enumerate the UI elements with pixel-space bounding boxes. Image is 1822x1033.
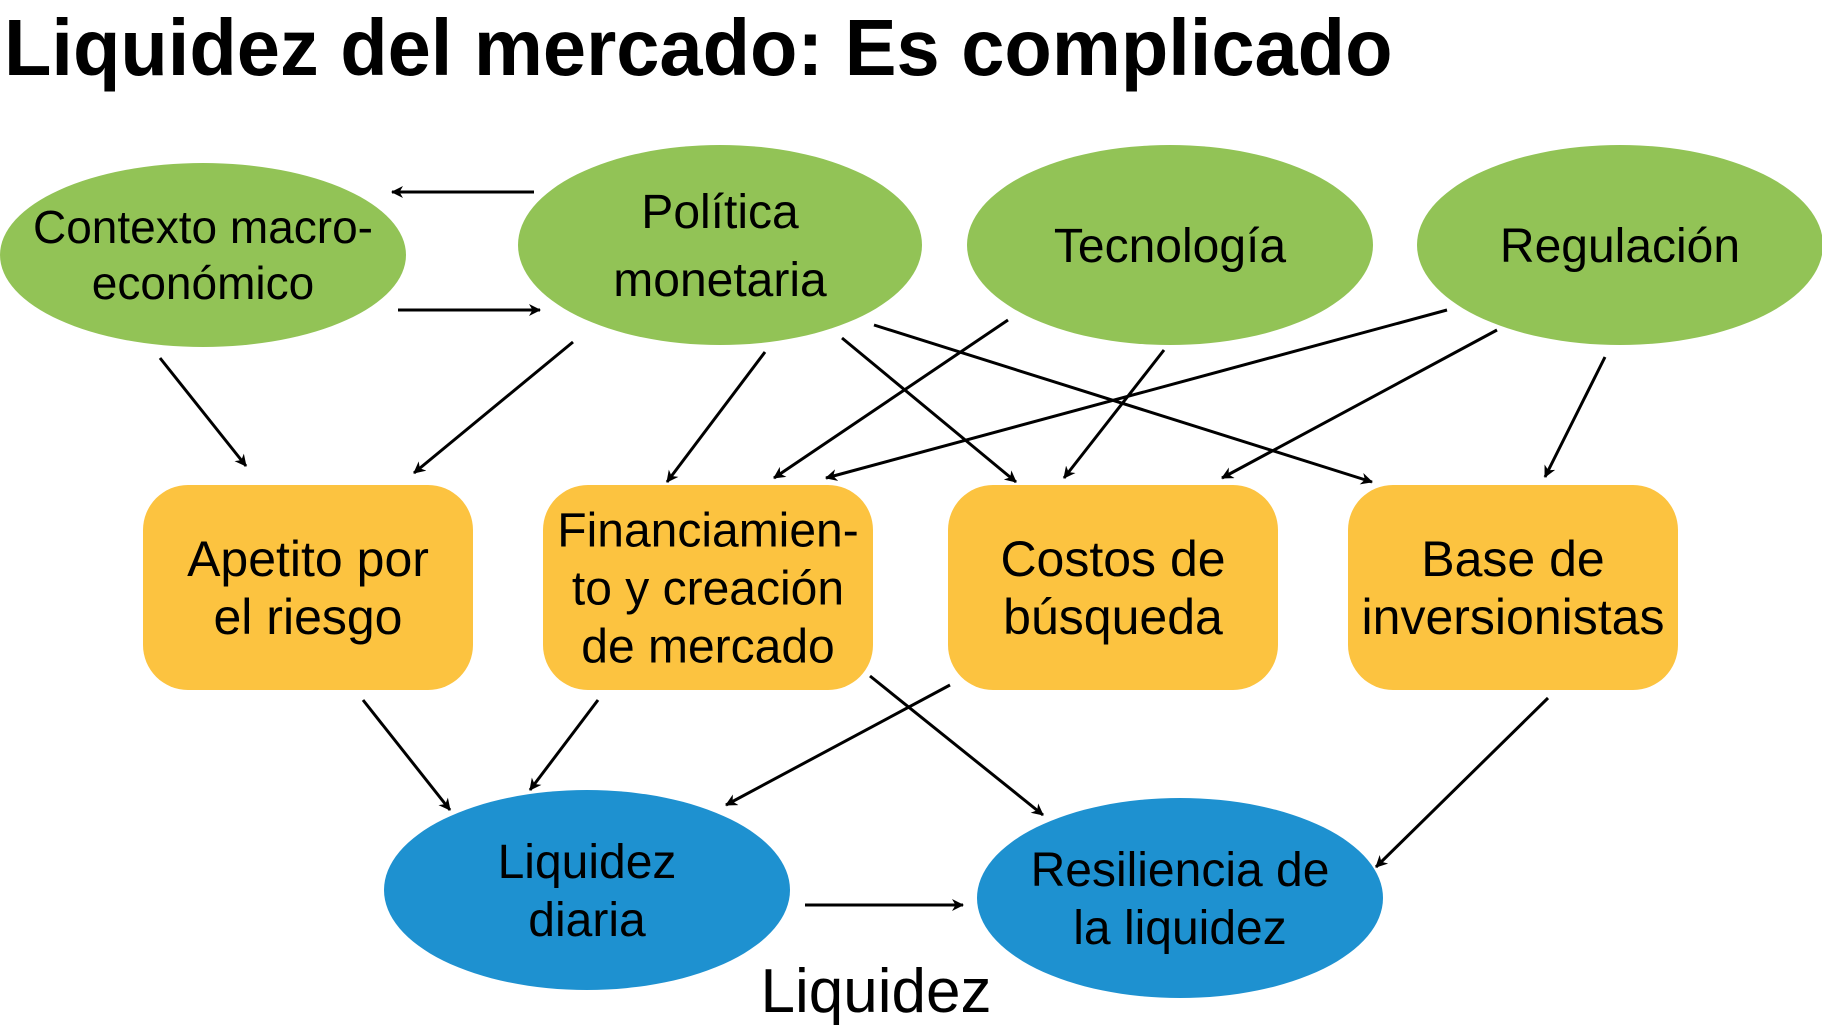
- node-monetaria-label: Política monetaria: [613, 186, 827, 307]
- arrow-tecnologia-to-costos: [1062, 349, 1166, 479]
- node-tecnologia-label-line: Tecnología: [1054, 220, 1286, 273]
- node-regulacion-shape: [1417, 145, 1822, 345]
- node-regulacion-label: Regulación: [1500, 220, 1740, 273]
- node-costos-label-line: Costos de: [1000, 531, 1225, 587]
- node-resiliencia-label-line: la liquidez: [1073, 902, 1286, 955]
- arrow-monetaria-to-apetito: [413, 340, 574, 475]
- node-diaria-label-line: Liquidez: [498, 836, 677, 889]
- node-tecnologia-shape: [967, 145, 1373, 345]
- node-regulacion: Regulación: [1417, 145, 1822, 345]
- node-apetito-label-line: Apetito por: [187, 531, 429, 587]
- node-monetaria-shape: [518, 145, 922, 345]
- arrow-monetaria-to-financiamiento: [665, 351, 767, 483]
- arrow-monetaria-to-costos: [841, 336, 1017, 484]
- node-macro: Contexto macro-económico: [0, 163, 406, 347]
- arrow-regulacion-to-costos: [1221, 328, 1498, 480]
- arrow-apetito-to-diaria: [361, 699, 452, 811]
- node-tecnologia: Tecnología: [967, 145, 1373, 345]
- node-costos-shape: [948, 485, 1278, 690]
- arrow-financiamiento-to-resiliencia: [869, 674, 1044, 817]
- arrow-costos-to-diaria: [725, 683, 951, 807]
- node-diaria-shape: [384, 790, 790, 990]
- node-financiamiento-label-line: Financiamien-: [557, 504, 858, 557]
- node-base-label-line: Base de: [1421, 531, 1604, 587]
- node-macro-shape: [0, 163, 406, 347]
- node-macro-label-line: económico: [92, 257, 314, 309]
- node-financiamiento-label-line: to y creación: [572, 562, 844, 615]
- node-resiliencia-shape: [977, 798, 1383, 998]
- page-title: Liquidez del mercado: Es complicado: [4, 3, 1393, 92]
- node-costos-label-line: búsqueda: [1003, 589, 1223, 645]
- node-diaria-label-line: diaria: [528, 894, 646, 947]
- node-macro-label: Contexto macro-económico: [33, 201, 373, 309]
- node-financiamiento-label-line: de mercado: [581, 620, 834, 673]
- arrow-regulacion-to-base: [1543, 356, 1607, 478]
- node-apetito-label-line: el riesgo: [214, 589, 403, 645]
- arrow-financiamiento-to-diaria: [528, 699, 600, 791]
- footer-label: Liquidez: [761, 957, 992, 1026]
- node-macro-label-line: Contexto macro-: [33, 201, 373, 253]
- node-monetaria-label-line: monetaria: [613, 254, 827, 307]
- node-monetaria: Política monetaria: [518, 145, 922, 345]
- node-regulacion-label-line: Regulación: [1500, 220, 1740, 273]
- arrow-regulacion-to-financiamiento: [825, 308, 1448, 481]
- node-base-shape: [1348, 485, 1678, 690]
- edges-layer: [158, 186, 1607, 911]
- node-financiamiento-shape: [543, 485, 873, 690]
- node-resiliencia-label-line: Resiliencia de: [1031, 844, 1330, 897]
- arrow-base-to-resiliencia: [1374, 696, 1550, 869]
- nodes-layer: Contexto macro-económico Política monetari…: [0, 145, 1822, 998]
- arrow-tecnologia-to-financiamiento: [773, 318, 1009, 480]
- node-base-label-line: inversionistas: [1362, 589, 1665, 645]
- node-monetaria-label-line: Política: [641, 186, 799, 239]
- node-tecnologia-label: Tecnología: [1054, 220, 1286, 273]
- node-apetito-shape: [143, 485, 473, 690]
- arrow-macro-to-apetito: [158, 357, 248, 467]
